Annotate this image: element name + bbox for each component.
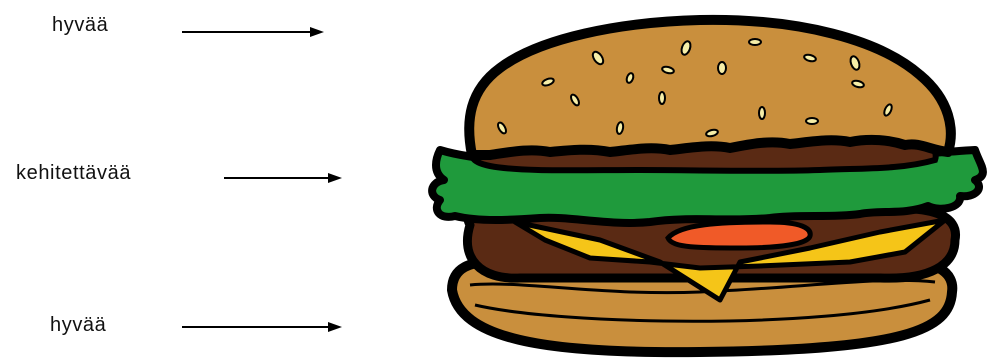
tomato [668, 222, 810, 248]
label-top: hyvää [52, 14, 108, 37]
hamburger-icon [425, 0, 1000, 361]
arrow-top-icon [182, 27, 324, 37]
label-bottom: hyvää [50, 314, 106, 337]
arrow-bottom-icon [182, 322, 342, 332]
top-bun [469, 20, 951, 155]
arrow-middle-icon [224, 173, 342, 183]
label-middle: kehitettävää [16, 162, 131, 185]
